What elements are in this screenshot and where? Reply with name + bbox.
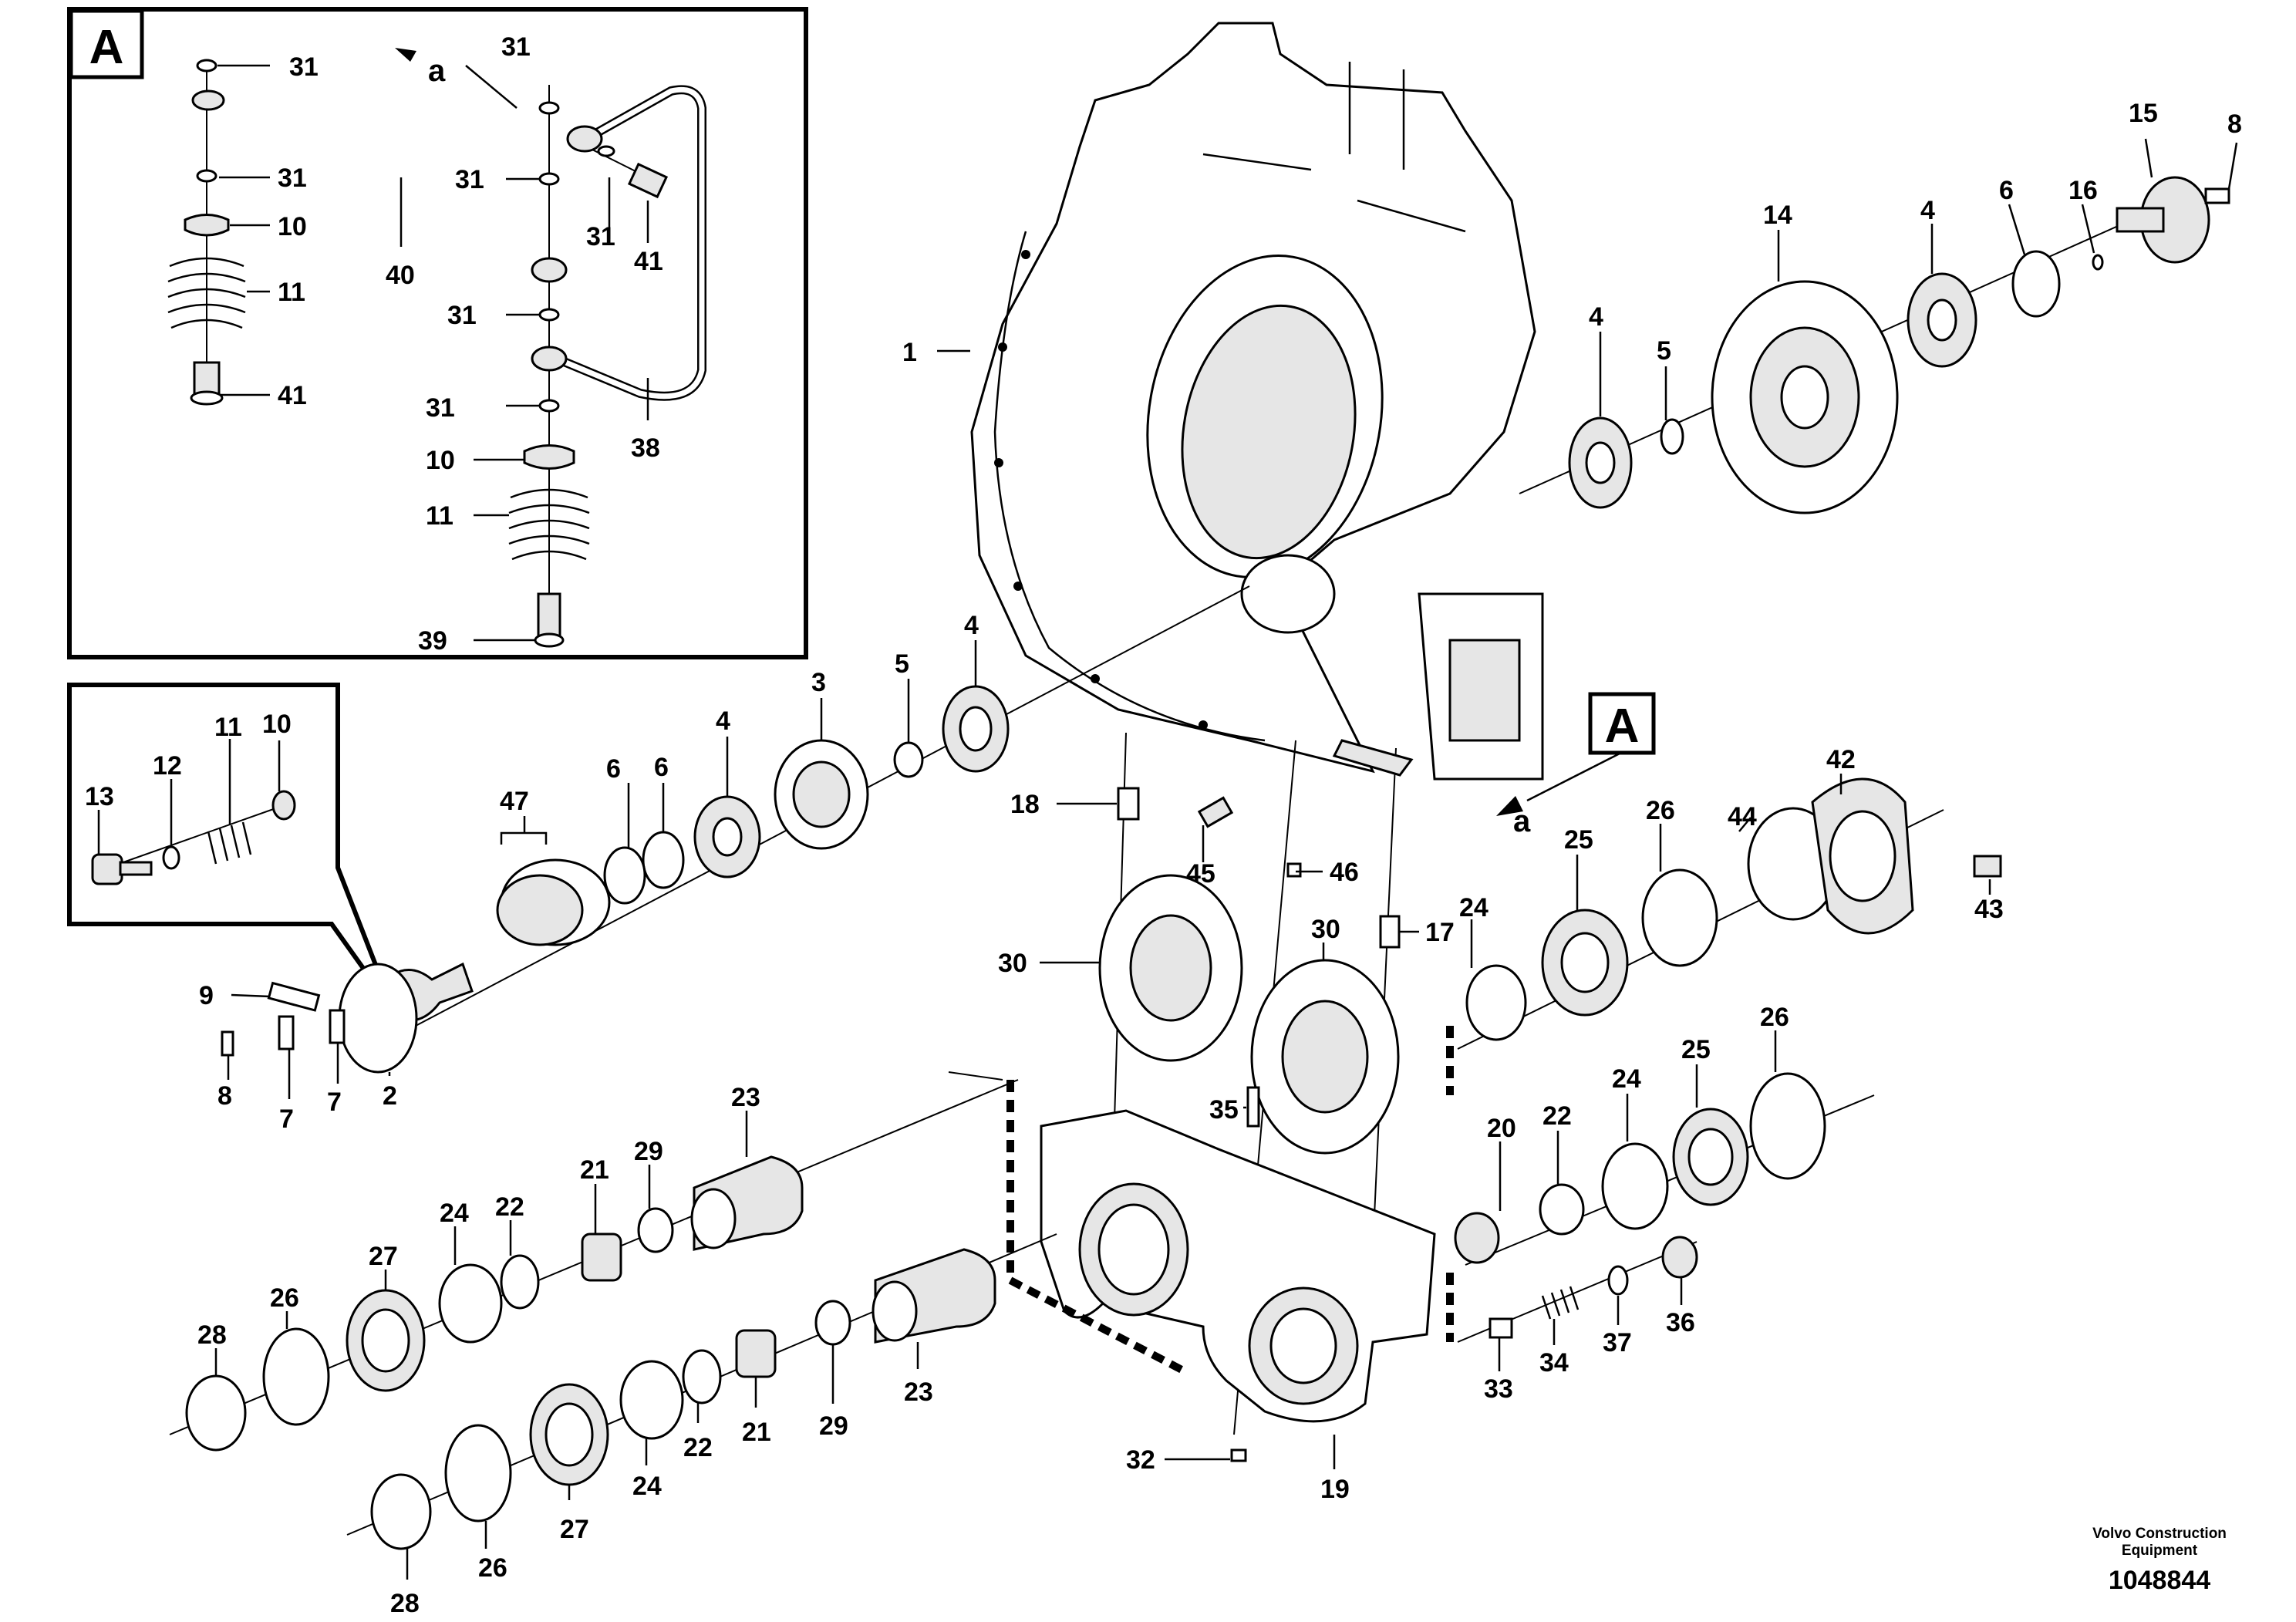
part-label-31: 31 bbox=[586, 222, 615, 251]
part-label-25: 25 bbox=[1564, 825, 1593, 855]
part-label-25: 25 bbox=[1681, 1035, 1711, 1064]
part-label-39: 39 bbox=[418, 626, 447, 656]
part-label-4: 4 bbox=[716, 706, 730, 736]
part-label-3: 3 bbox=[811, 668, 826, 697]
part-label-32: 32 bbox=[1126, 1445, 1155, 1475]
carrier-housing: 19 32 bbox=[948, 1026, 1454, 1504]
part-label-44: 44 bbox=[1728, 802, 1757, 831]
footer-company-name: Volvo Construction Equipment bbox=[2092, 1526, 2227, 1559]
part-label-1: 1 bbox=[902, 338, 917, 367]
part-label-7: 7 bbox=[327, 1088, 342, 1117]
part-label-29: 29 bbox=[634, 1137, 663, 1166]
part-label-26: 26 bbox=[270, 1283, 299, 1313]
part-label-5: 5 bbox=[895, 649, 909, 679]
part-label-5: 5 bbox=[1657, 336, 1671, 366]
part-label-31: 31 bbox=[447, 301, 477, 330]
part-label-17: 17 bbox=[1425, 918, 1455, 947]
part-label-31: 31 bbox=[278, 164, 307, 193]
part-label-29: 29 bbox=[819, 1411, 848, 1441]
part-label-22: 22 bbox=[495, 1192, 524, 1222]
part-label-45: 45 bbox=[1186, 859, 1215, 889]
part-label-21: 21 bbox=[742, 1418, 771, 1447]
part-label-4: 4 bbox=[1589, 302, 1603, 332]
callout-view-letter: A bbox=[1605, 700, 1640, 753]
inset-view-letter: A bbox=[89, 21, 124, 74]
part-label-35: 35 bbox=[1209, 1095, 1239, 1125]
center-bearing-group: A a 18 45 46 17 30 30 35 bbox=[998, 692, 1656, 1435]
part-label-2: 2 bbox=[383, 1081, 397, 1111]
part-label-33: 33 bbox=[1484, 1374, 1513, 1404]
part-label-24: 24 bbox=[440, 1199, 469, 1228]
part-label-11: 11 bbox=[278, 278, 305, 307]
footer-drawing-number: 1048844 bbox=[2108, 1566, 2211, 1595]
part-label-37: 37 bbox=[1603, 1328, 1632, 1357]
part-label-28: 28 bbox=[197, 1320, 227, 1350]
part-label-41: 41 bbox=[278, 381, 307, 410]
inset-view-a: A bbox=[67, 7, 808, 659]
part-label-11: 11 bbox=[214, 713, 242, 742]
part-label-27: 27 bbox=[560, 1515, 589, 1544]
part-label-21: 21 bbox=[580, 1155, 609, 1185]
part-label-27: 27 bbox=[369, 1242, 398, 1271]
part-label-31: 31 bbox=[501, 32, 531, 62]
part-label-11: 11 bbox=[426, 501, 453, 531]
part-label-20: 20 bbox=[1487, 1114, 1516, 1143]
part-label-23: 23 bbox=[904, 1378, 933, 1407]
part-label-18: 18 bbox=[1010, 790, 1040, 819]
part-label-31: 31 bbox=[289, 52, 319, 82]
inset-valve-detail: 13 12 11 10 bbox=[67, 683, 396, 1012]
part-label-24: 24 bbox=[632, 1472, 662, 1501]
part-label-6: 6 bbox=[654, 753, 669, 782]
part-label-12: 12 bbox=[153, 751, 182, 781]
part-label-26: 26 bbox=[1760, 1003, 1789, 1032]
part-label-30: 30 bbox=[998, 949, 1027, 978]
callout-letter-a: a bbox=[428, 54, 446, 88]
part-label-15: 15 bbox=[2129, 99, 2158, 128]
part-label-42: 42 bbox=[1826, 745, 1856, 774]
bottom-left-stack: 28 26 27 24 22 21 29 23 28 26 27 24 22 2… bbox=[169, 1079, 1057, 1618]
part-label-10: 10 bbox=[426, 446, 455, 475]
bottom-right-stack: 20 22 24 25 26 33 34 37 36 bbox=[1454, 1003, 1875, 1404]
part-label-22: 22 bbox=[683, 1433, 713, 1462]
part-label-36: 36 bbox=[1666, 1308, 1695, 1337]
part-label-16: 16 bbox=[2068, 176, 2098, 205]
part-label-22: 22 bbox=[1542, 1101, 1572, 1131]
part-label-10: 10 bbox=[262, 710, 292, 739]
part-label-23: 23 bbox=[731, 1083, 760, 1112]
part-label-31: 31 bbox=[426, 393, 455, 423]
part-label-14: 14 bbox=[1763, 201, 1792, 230]
part-label-6: 6 bbox=[1999, 176, 2014, 205]
part-label-40: 40 bbox=[386, 261, 415, 290]
part-label-38: 38 bbox=[631, 433, 660, 463]
part-label-9: 9 bbox=[199, 981, 214, 1010]
part-label-8: 8 bbox=[217, 1081, 232, 1111]
part-label-7: 7 bbox=[279, 1104, 294, 1134]
part-label-47: 47 bbox=[500, 787, 529, 816]
part-label-43: 43 bbox=[1974, 895, 2004, 924]
output-shaft-group: 4 5 14 4 6 16 15 8 bbox=[1519, 99, 2242, 514]
transmission-housing: 1 bbox=[902, 22, 1544, 781]
part-label-24: 24 bbox=[1612, 1064, 1641, 1094]
part-label-19: 19 bbox=[1320, 1475, 1350, 1504]
part-label-41: 41 bbox=[634, 247, 663, 276]
part-label-26: 26 bbox=[478, 1553, 507, 1583]
part-label-6: 6 bbox=[606, 754, 621, 784]
part-label-34: 34 bbox=[1539, 1348, 1569, 1378]
callout-letter-a: a bbox=[1513, 804, 1531, 838]
part-label-10: 10 bbox=[278, 212, 307, 241]
part-label-31: 31 bbox=[455, 165, 484, 194]
part-label-30: 30 bbox=[1311, 915, 1340, 944]
part-label-8: 8 bbox=[2227, 110, 2242, 139]
part-label-24: 24 bbox=[1459, 893, 1489, 922]
part-label-46: 46 bbox=[1330, 858, 1359, 887]
part-label-4: 4 bbox=[1920, 196, 1935, 225]
input-shaft-group: 4 5 3 4 6 6 47 9 8 7 7 2 bbox=[199, 585, 1250, 1134]
part-label-26: 26 bbox=[1646, 796, 1675, 825]
part-label-28: 28 bbox=[390, 1589, 420, 1618]
part-label-4: 4 bbox=[964, 611, 979, 640]
part-label-13: 13 bbox=[85, 782, 114, 811]
right-seal-group: 24 25 26 44 42 43 bbox=[1457, 745, 2004, 1050]
